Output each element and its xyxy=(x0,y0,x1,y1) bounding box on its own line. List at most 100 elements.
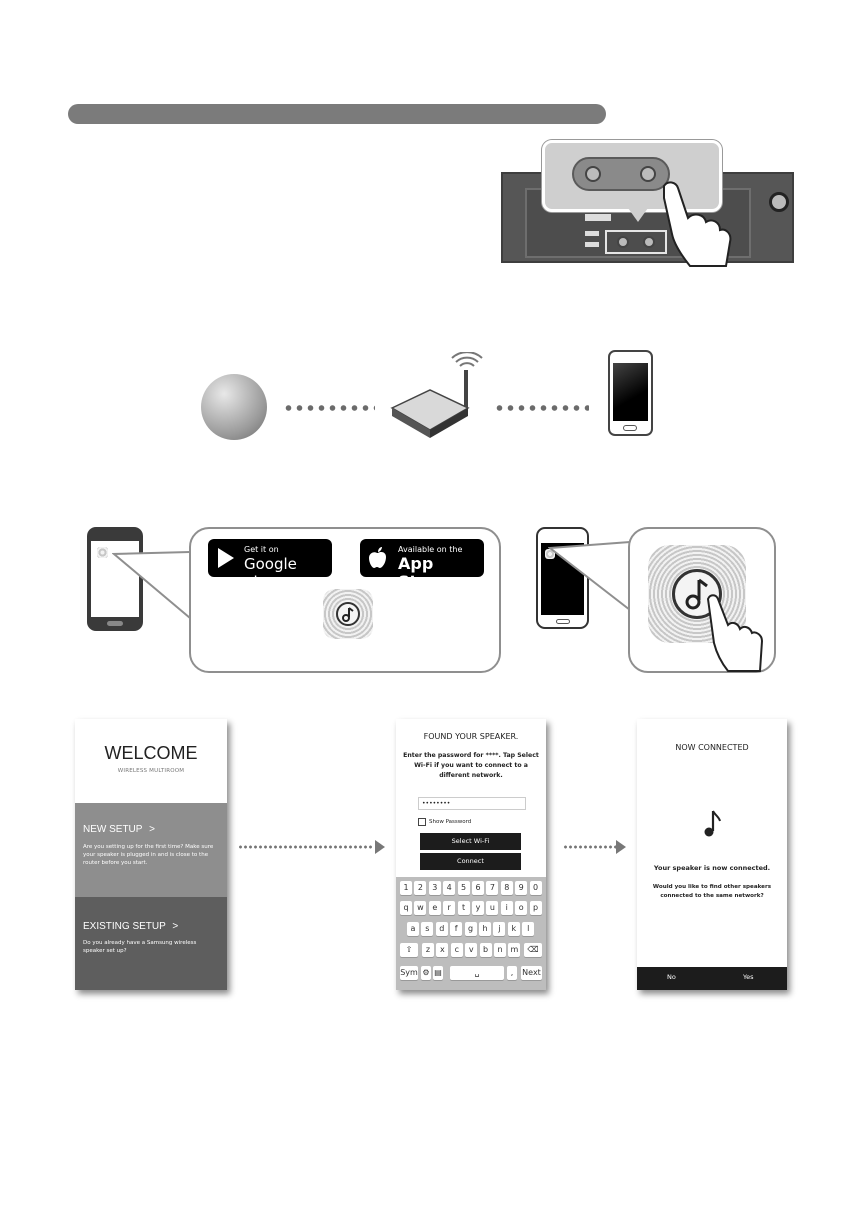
password-field[interactable]: •••••••• xyxy=(418,797,526,810)
balloon-tail-2 xyxy=(548,541,631,611)
key-c[interactable]: c xyxy=(450,943,463,957)
select-wifi-button[interactable]: Select Wi-Fi xyxy=(420,833,521,850)
key-d[interactable]: d xyxy=(435,922,448,936)
shift-key-icon[interactable]: ⇧ xyxy=(400,943,418,957)
key-1[interactable]: 1 xyxy=(400,881,412,895)
new-setup-label: NEW SETUP xyxy=(83,824,143,835)
google-play-icon xyxy=(218,548,234,568)
smartphone-icon xyxy=(608,350,653,436)
google-badge-big-text: Google play xyxy=(244,555,297,577)
backspace-key-icon[interactable]: ⌫ xyxy=(524,943,542,957)
key-u[interactable]: u xyxy=(486,901,499,915)
password-instructions: Enter the password for ****. Tap Select … xyxy=(403,752,539,779)
key-j[interactable]: j xyxy=(493,922,506,936)
key-e[interactable]: e xyxy=(428,901,441,915)
apple-badge-small-text: Available on the xyxy=(398,545,463,554)
key-v[interactable]: v xyxy=(465,943,478,957)
yes-button[interactable]: Yes xyxy=(743,973,754,981)
existing-setup-description: Do you already have a Samsung wireless s… xyxy=(83,940,197,954)
music-note-icon-large xyxy=(685,578,708,610)
show-password-label: Show Password xyxy=(429,819,472,825)
key-2[interactable]: 2 xyxy=(414,881,427,895)
comma-key[interactable]: , xyxy=(507,966,517,980)
key-m[interactable]: m xyxy=(508,943,521,957)
key-x[interactable]: x xyxy=(436,943,449,957)
key-a[interactable]: a xyxy=(407,922,419,936)
space-key[interactable]: ␣ xyxy=(450,966,504,980)
connect-button[interactable]: Connect xyxy=(420,853,521,870)
music-note-icon xyxy=(342,607,354,622)
finger-tap-icon xyxy=(706,594,764,672)
apple-icon xyxy=(369,547,386,568)
welcome-title: WELCOME xyxy=(104,743,198,763)
flow-arrow-1 xyxy=(238,845,374,849)
key-q[interactable]: q xyxy=(400,901,412,915)
port-zoom-callout xyxy=(542,140,722,212)
key-5[interactable]: 5 xyxy=(457,881,470,895)
new-setup-description: Are you setting up for the first time? M… xyxy=(83,844,214,866)
key-k[interactable]: k xyxy=(507,922,520,936)
power-jack xyxy=(769,192,789,212)
settings-key-icon[interactable]: ⚙ xyxy=(421,966,431,980)
connection-dots-left xyxy=(283,405,375,411)
app-store-badge[interactable]: Available on the App Store xyxy=(360,539,484,577)
key-3[interactable]: 3 xyxy=(428,881,441,895)
welcome-subtitle: WIRELESS MULTIROOM xyxy=(117,768,185,774)
callout-pointer xyxy=(628,208,648,222)
now-connected-title: NOW CONNECTED xyxy=(675,743,749,752)
app-store-balloon: Get it on Google play Available on the A… xyxy=(189,527,501,673)
password-screen: FOUND YOUR SPEAKER. Enter the password f… xyxy=(396,719,546,990)
balloon-tail xyxy=(112,551,191,619)
new-setup-panel[interactable]: NEW SETUP > Are you setting up for the f… xyxy=(75,803,227,897)
clipboard-key-icon[interactable]: ▤ xyxy=(433,966,443,980)
key-z[interactable]: z xyxy=(422,943,434,957)
key-0[interactable]: 0 xyxy=(529,881,542,895)
connected-status: Your speaker is now connected. xyxy=(653,864,771,872)
find-speakers-question: Would you like to find other speakers co… xyxy=(652,884,772,899)
key-h[interactable]: h xyxy=(479,922,491,936)
action-bar: No Yes xyxy=(637,967,787,990)
welcome-screen: WELCOME WIRELESS MULTIROOM NEW SETUP > A… xyxy=(75,719,227,990)
key-4[interactable]: 4 xyxy=(443,881,456,895)
key-7[interactable]: 7 xyxy=(486,881,499,895)
key-8[interactable]: 8 xyxy=(500,881,513,895)
key-b[interactable]: b xyxy=(479,943,492,957)
next-key[interactable]: Next xyxy=(521,966,542,980)
key-i[interactable]: i xyxy=(500,901,513,915)
chevron-right-icon: > xyxy=(172,921,179,932)
found-speaker-title: FOUND YOUR SPEAKER. xyxy=(423,732,519,741)
sym-key[interactable]: Sym xyxy=(400,966,418,980)
key-g[interactable]: g xyxy=(464,922,477,936)
key-s[interactable]: s xyxy=(421,922,434,936)
wifi-router-icon xyxy=(390,352,483,438)
existing-setup-panel[interactable]: EXISTING SETUP > Do you already have a S… xyxy=(75,897,227,990)
flow-arrow-head-1 xyxy=(375,840,385,854)
key-y[interactable]: y xyxy=(472,901,484,915)
key-t[interactable]: t xyxy=(457,901,470,915)
key-o[interactable]: o xyxy=(515,901,528,915)
app-zoom-balloon xyxy=(628,527,776,673)
key-w[interactable]: w xyxy=(414,901,427,915)
key-p[interactable]: p xyxy=(529,901,542,915)
key-l[interactable]: l xyxy=(522,922,535,936)
finger-press-icon xyxy=(663,181,732,267)
key-9[interactable]: 9 xyxy=(515,881,528,895)
key-r[interactable]: r xyxy=(443,901,456,915)
flow-arrow-2 xyxy=(563,845,616,849)
key-n[interactable]: n xyxy=(494,943,506,957)
multiroom-app-icon xyxy=(323,589,373,639)
key-6[interactable]: 6 xyxy=(472,881,484,895)
no-button[interactable]: No xyxy=(667,973,676,981)
apple-badge-big-text: App Store xyxy=(398,554,447,578)
google-badge-small-text: Get it on xyxy=(244,545,279,554)
connected-screen: NOW CONNECTED Your speaker is now connec… xyxy=(637,719,787,990)
existing-setup-label: EXISTING SETUP xyxy=(83,921,166,932)
connection-dots-right xyxy=(494,405,589,411)
phone-black-screen xyxy=(536,527,589,629)
google-play-badge[interactable]: Get it on Google play xyxy=(208,539,332,577)
show-password-checkbox[interactable] xyxy=(418,818,426,826)
chevron-right-icon: > xyxy=(149,824,155,835)
key-f[interactable]: f xyxy=(450,922,463,936)
section-header-bar xyxy=(68,104,606,124)
